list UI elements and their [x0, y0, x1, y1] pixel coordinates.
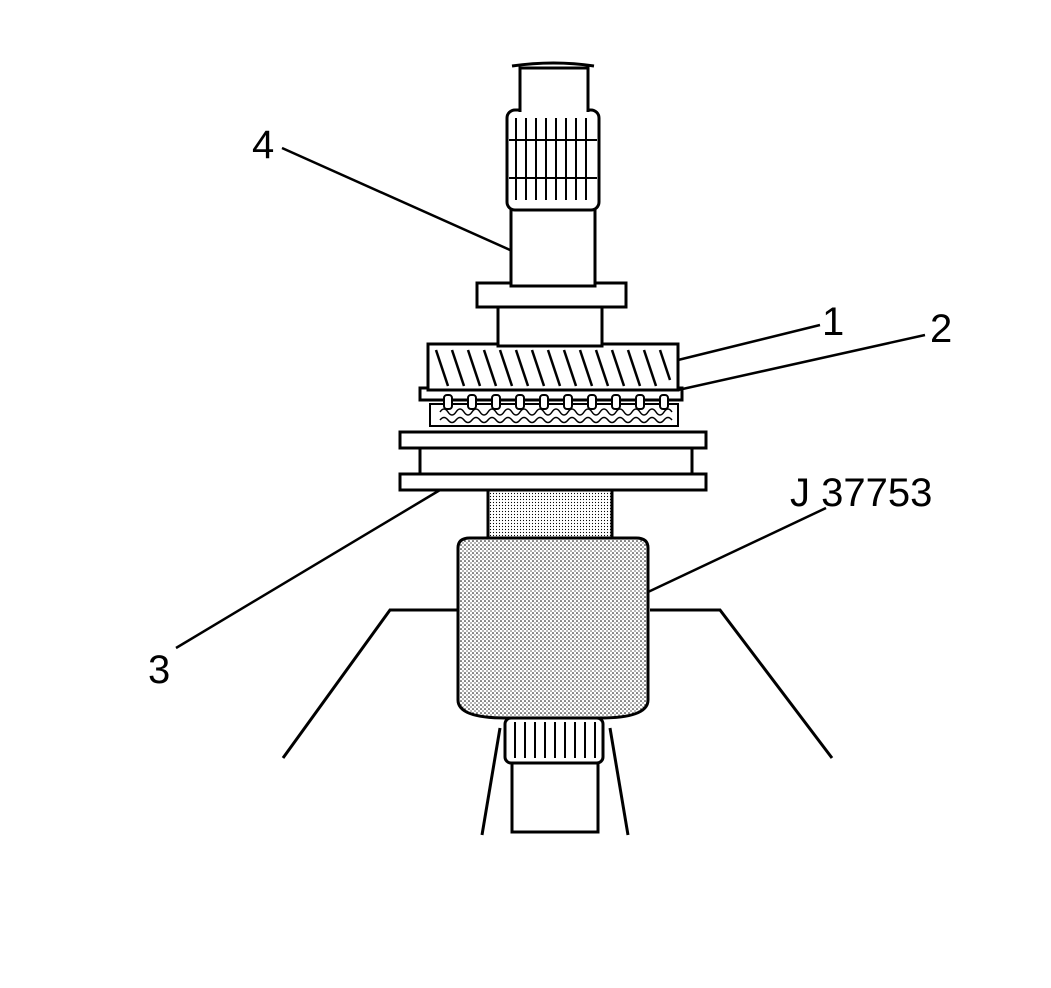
bearing-race — [398, 430, 708, 492]
input-shaft — [475, 61, 628, 348]
helical-gear — [426, 342, 680, 392]
tool-j37753 — [456, 488, 650, 720]
lower-output-shaft — [480, 716, 630, 836]
leader-lines — [175, 146, 926, 650]
callout-label-4: 4 — [252, 123, 274, 167]
callout-label-2: 2 — [930, 307, 952, 351]
press-support-plate — [281, 608, 834, 759]
callout-label-3: 3 — [148, 648, 170, 692]
callout-tool-label: J 37753 — [790, 471, 932, 515]
synchronizer-ring — [418, 386, 684, 427]
callout-label-1: 1 — [822, 300, 844, 344]
